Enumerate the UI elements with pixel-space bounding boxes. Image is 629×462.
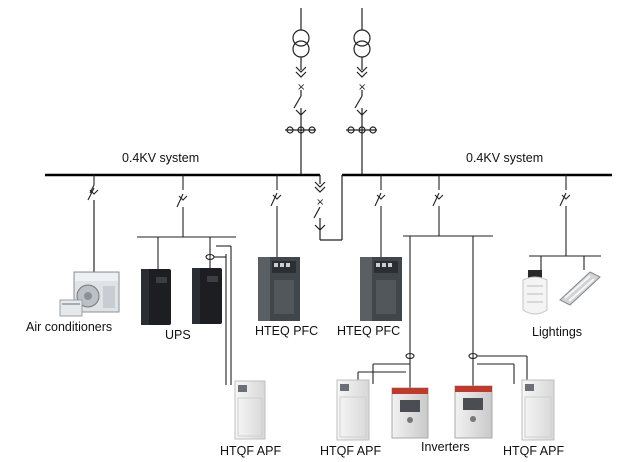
label-htqf-apf-right: HTQF APF [503, 444, 564, 458]
feeder-branches [87, 175, 601, 390]
ups-unit-2 [192, 268, 222, 324]
air-conditioner-unit [59, 271, 120, 317]
label-inverters: Inverters [421, 440, 470, 454]
label-htqf-apf-left: HTQF APF [220, 444, 281, 458]
lighting-fixture-icon [559, 271, 601, 306]
breaker-switch-icon [313, 206, 321, 219]
breaker-switch-icon [270, 192, 278, 207]
breaker-switch-icon [176, 193, 184, 208]
current-transformer-icon [405, 352, 415, 360]
incoming-feeder-right: × [346, 8, 377, 174]
lighting-bulb-icon [522, 270, 548, 315]
breaker-switch-icon [374, 192, 382, 207]
label-ups: UPS [165, 328, 191, 342]
inverter-unit-left [391, 387, 429, 439]
inverter-unit-right [454, 385, 493, 439]
breaker-switch-icon [293, 95, 302, 109]
label-hteq-pfc-left: HTEQ PFC [255, 324, 318, 338]
htqf-apf-cabinet-left [234, 380, 266, 440]
svg-text:×: × [316, 197, 324, 208]
breaker-switch-icon [432, 192, 440, 207]
breaker-switch-icon [354, 95, 363, 109]
transformer-icon [353, 29, 371, 58]
htqf-apf-cabinet-right [521, 379, 555, 441]
label-lightings: Lightings [532, 325, 582, 339]
system-label-left: 0.4KV system [122, 151, 199, 165]
ups-unit-1 [141, 269, 171, 325]
transformer-icon [292, 29, 310, 58]
htqf-apf-cabinet-mid [336, 379, 370, 441]
label-htqf-apf-mid: HTQF APF [320, 444, 381, 458]
svg-text:×: × [297, 82, 305, 93]
label-hteq-pfc-right: HTEQ PFC [337, 324, 400, 338]
hteq-pfc-cabinet-right [360, 257, 402, 321]
hteq-pfc-cabinet-left [258, 257, 300, 321]
breaker-switch-icon [87, 187, 95, 201]
bus-coupler: × [313, 175, 343, 241]
label-air-conditioners: Air conditioners [26, 320, 112, 334]
svg-text:×: × [358, 82, 366, 93]
breaker-switch-icon [559, 192, 567, 207]
system-label-right: 0.4KV system [466, 151, 543, 165]
incoming-feeder-left: × [285, 8, 316, 174]
